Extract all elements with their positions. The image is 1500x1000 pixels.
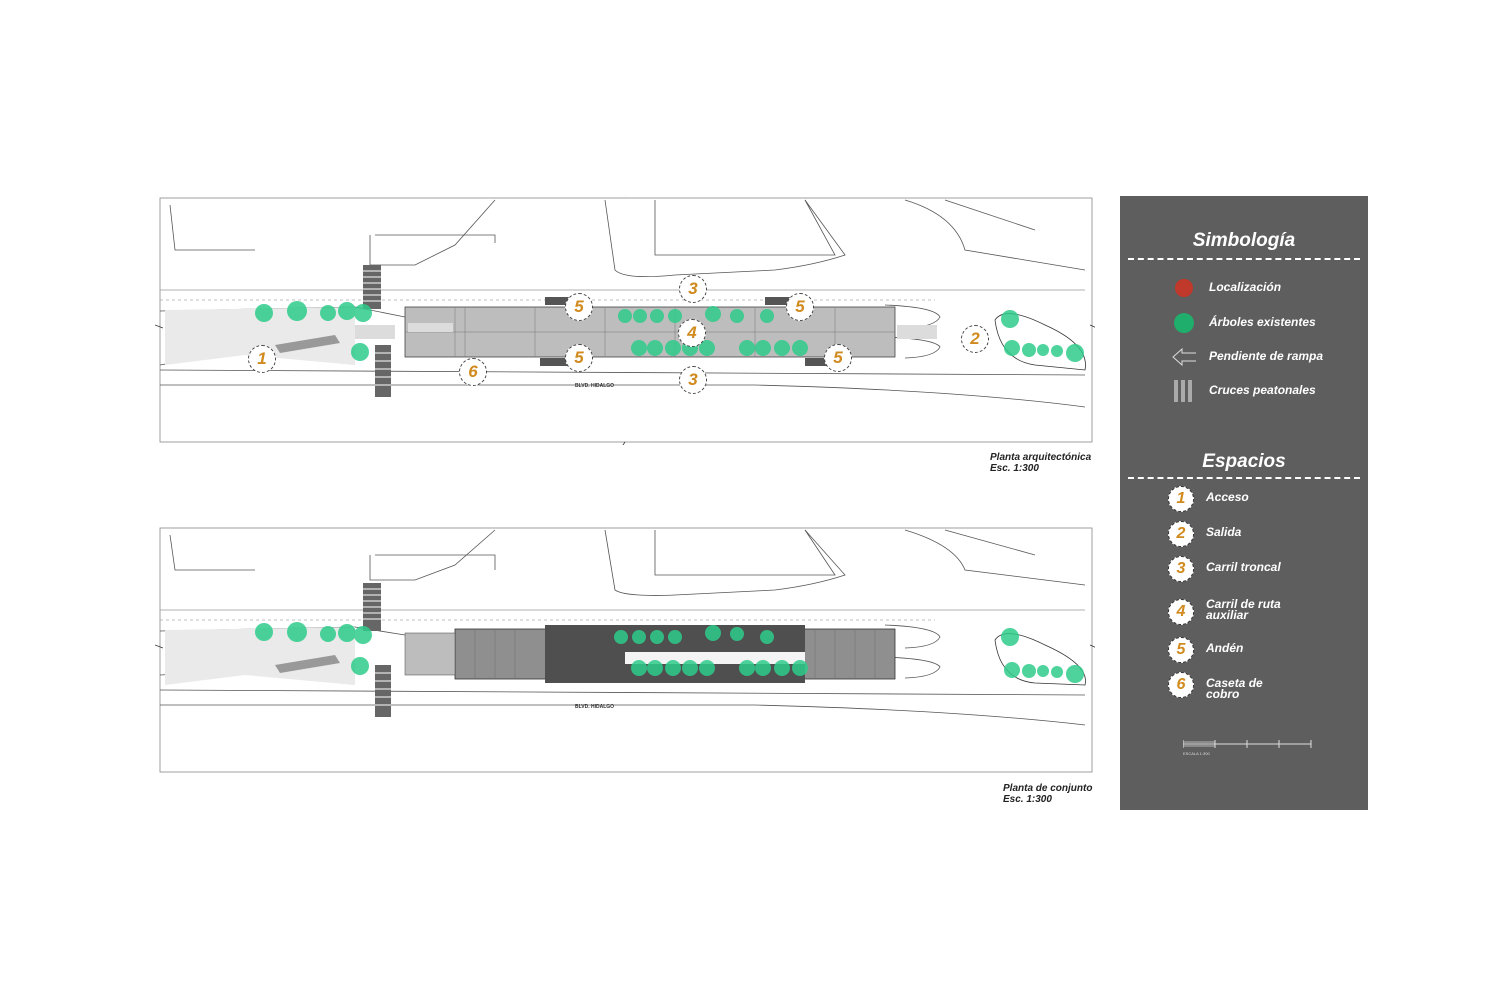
space-marker-6: 6 bbox=[459, 358, 487, 386]
symbol-label: Cruces peatonales bbox=[1209, 383, 1316, 397]
architectural-plan-drawing bbox=[155, 195, 1095, 445]
space-marker-2: 2 bbox=[961, 325, 989, 353]
space-marker-5-d: 5 bbox=[824, 344, 852, 372]
space-number-badge: 2 bbox=[1168, 521, 1194, 547]
symbology-title: Simbología bbox=[1192, 230, 1296, 251]
tree-group bbox=[255, 301, 1084, 362]
site-plan: BLVD. HIDALGO bbox=[155, 525, 1095, 775]
plan-caption-title: Planta de conjunto bbox=[1003, 783, 1093, 794]
space-marker-3-top: 3 bbox=[679, 275, 707, 303]
green-circle-icon bbox=[1174, 313, 1194, 333]
space-number-badge: 6 bbox=[1168, 672, 1194, 698]
space-label: Carril troncal bbox=[1206, 560, 1281, 574]
plan-caption-title: Planta arquitectónica bbox=[990, 452, 1092, 463]
symbol-label: Pendiente de rampa bbox=[1209, 349, 1324, 363]
architectural-plan: 1 2 3 3 4 5 5 5 5 6 BLVD. HIDALGO bbox=[155, 195, 1095, 445]
symbol-label: Localización bbox=[1209, 280, 1282, 294]
space-number-badge: 1 bbox=[1168, 486, 1194, 512]
space-marker-4: 4 bbox=[678, 319, 706, 347]
street-name-label: BLVD. HIDALGO bbox=[575, 704, 615, 710]
space-label: Salida bbox=[1206, 525, 1242, 539]
scale-label: ESCALA 1:300 bbox=[1183, 751, 1210, 756]
space-label: Carril de ruta auxiliar bbox=[1206, 597, 1281, 622]
space-marker-3-bottom: 3 bbox=[679, 366, 707, 394]
space-marker-1: 1 bbox=[248, 345, 276, 373]
scale-bar: ESCALA 1:300 bbox=[1183, 740, 1312, 756]
space-marker-5-a: 5 bbox=[565, 293, 593, 321]
plan-caption-architectural: Planta arquitectónica Esc. 1:300 bbox=[990, 452, 1091, 474]
space-number-badge: 5 bbox=[1168, 637, 1194, 663]
plan-caption-site: Planta de conjunto Esc. 1:300 bbox=[1003, 783, 1092, 805]
site-plan-drawing bbox=[155, 527, 1095, 773]
plan-caption-scale: Esc. 1:300 bbox=[990, 463, 1039, 474]
red-circle-icon bbox=[1175, 279, 1193, 297]
space-label: Acceso bbox=[1206, 490, 1249, 504]
street-name-label: BLVD. HIDALGO bbox=[575, 383, 615, 389]
space-label: Caseta de cobro bbox=[1206, 676, 1263, 701]
symbology-divider bbox=[1128, 258, 1360, 260]
spaces-title: Espacios bbox=[1202, 451, 1286, 472]
arrow-left-icon bbox=[1172, 347, 1196, 367]
space-marker-5-b: 5 bbox=[786, 293, 814, 321]
spaces-divider bbox=[1128, 477, 1360, 479]
space-number-badge: 3 bbox=[1168, 556, 1194, 582]
space-number-badge: 4 bbox=[1168, 599, 1194, 625]
space-marker-5-c: 5 bbox=[565, 344, 593, 372]
symbol-label: Árboles existentes bbox=[1209, 315, 1316, 329]
legend-panel: Simbología Localización Árboles existent… bbox=[1120, 196, 1368, 810]
plan-caption-scale: Esc. 1:300 bbox=[1003, 794, 1052, 805]
space-label: Andén bbox=[1206, 641, 1244, 655]
crosswalk-icon bbox=[1174, 380, 1192, 402]
